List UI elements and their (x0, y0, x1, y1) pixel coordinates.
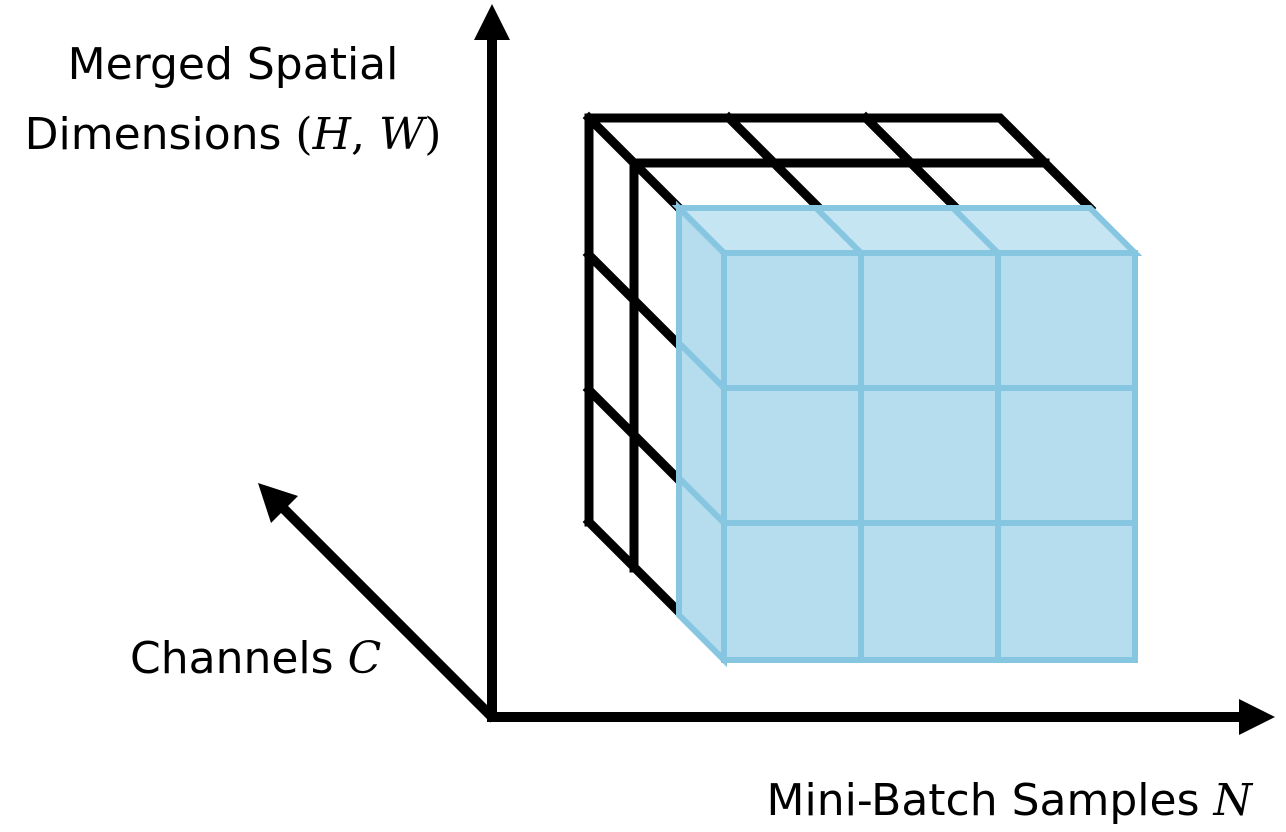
side-divider-2 (582, 383, 686, 487)
front-top-divider-2 (950, 205, 1001, 256)
side-divider-3 (582, 515, 686, 619)
z-axis-label: Channels C (130, 633, 381, 684)
y-axis-arrowhead (474, 4, 510, 40)
axes (258, 4, 1275, 735)
z-axis-line (278, 503, 498, 723)
front-top-face (671, 205, 1143, 256)
side-divider-1 (582, 248, 686, 352)
y-axis-label-line2: Dimensions (H, W) (25, 109, 442, 160)
top-divider-3 (859, 111, 963, 215)
top-divider-1 (582, 111, 686, 215)
cube-front-layer (671, 200, 1143, 668)
front-left-face (676, 200, 727, 668)
front-left-divider-2 (676, 475, 727, 526)
top-divider-2 (722, 111, 826, 215)
y-axis-label-line1: Merged Spatial (68, 39, 399, 90)
front-face (721, 250, 1138, 663)
cube-back-layers (582, 111, 1097, 619)
front-left-divider-1 (676, 340, 727, 391)
front-top-divider-1 (813, 205, 864, 256)
z-axis-arrowhead (258, 483, 298, 523)
x-axis-label: Mini-Batch Samples N (767, 775, 1254, 826)
x-axis-arrowhead (1239, 699, 1275, 735)
